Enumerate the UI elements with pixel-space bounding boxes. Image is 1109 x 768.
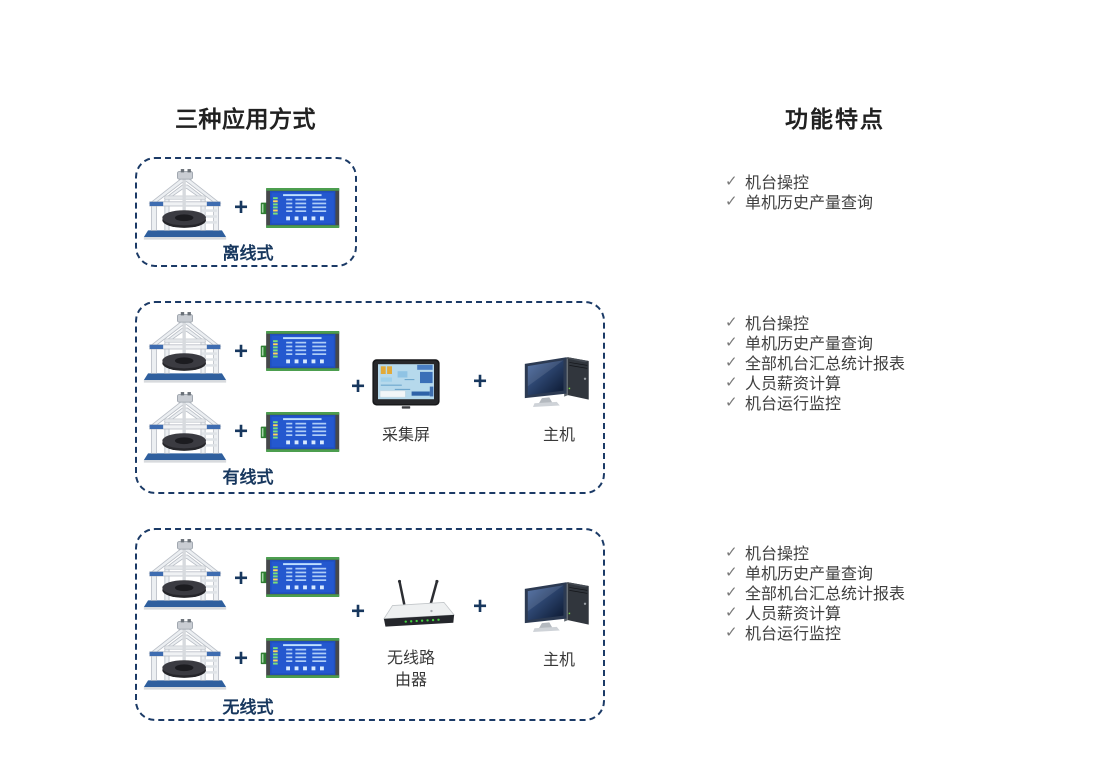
check-icon: ✓ <box>725 604 738 621</box>
feature-item: ✓ 人员薪资计算 <box>725 372 905 393</box>
device-label-line: 无线路 <box>386 650 435 667</box>
check-icon: ✓ <box>725 544 738 561</box>
feature-text: 机台运行监控 <box>745 396 842 413</box>
feature-text: 人员薪资计算 <box>745 606 842 623</box>
device-label-line: 由器 <box>394 672 427 689</box>
plus-sign: + <box>472 593 487 620</box>
plus-sign: + <box>350 373 365 400</box>
check-icon: ✓ <box>725 374 738 391</box>
braiding-machine-icon <box>143 618 227 694</box>
feature-item: ✓ 单机历史产量查询 <box>725 332 905 353</box>
wireless-router-icon <box>380 573 458 635</box>
plus-sign: + <box>472 368 487 395</box>
feature-text: 人员薪资计算 <box>745 376 842 393</box>
feature-text: 全部机台汇总统计报表 <box>745 586 906 603</box>
feature-text: 机台操控 <box>745 546 810 563</box>
plus-sign: + <box>233 338 248 365</box>
feature-item: ✓ 全部机台汇总统计报表 <box>725 582 906 603</box>
feature-item: ✓ 单机历史产量查询 <box>725 191 874 212</box>
braiding-machine-icon <box>143 538 227 614</box>
plus-sign: + <box>350 598 365 625</box>
check-icon: ✓ <box>725 314 738 331</box>
feature-item: ✓ 机台操控 <box>725 171 873 192</box>
braiding-machine-icon <box>143 391 227 467</box>
device-label-wireless-router: 无线路 由器 <box>381 648 441 692</box>
mode-box-offline: + 离线式 <box>135 157 357 267</box>
braiding-machine-icon <box>143 168 227 244</box>
feature-text: 单机历史产量查询 <box>745 566 874 583</box>
feature-item: ✓ 机台操控 <box>725 542 905 563</box>
feature-text: 单机历史产量查询 <box>745 336 874 353</box>
plus-sign: + <box>233 645 248 672</box>
plus-sign: + <box>233 418 248 445</box>
feature-item: ✓ 机台运行监控 <box>725 622 905 643</box>
check-icon: ✓ <box>725 193 738 210</box>
mode-box-wireless: + + + 无线路 由器 + 主机 无线式 <box>135 528 605 721</box>
feature-item: ✓ 全部机台汇总统计报表 <box>725 352 906 373</box>
control-display-panel-icon <box>260 187 340 229</box>
plus-sign: + <box>233 194 248 221</box>
collection-screen-icon <box>371 358 441 411</box>
check-icon: ✓ <box>725 584 738 601</box>
right-section-title: 功能特点 <box>785 106 885 132</box>
check-icon: ✓ <box>725 564 738 581</box>
control-display-panel-icon <box>260 330 340 372</box>
check-icon: ✓ <box>725 624 738 641</box>
braiding-machine-icon <box>143 311 227 387</box>
feature-text: 机台操控 <box>745 316 810 333</box>
check-icon: ✓ <box>725 394 738 411</box>
mode-label-offline: 离线式 <box>222 244 274 263</box>
feature-text: 单机历史产量查询 <box>745 195 874 212</box>
feature-item: ✓ 机台运行监控 <box>725 392 905 413</box>
feature-list-offline: ✓ 机台操控 ✓ 单机历史产量查询 <box>725 171 874 212</box>
feature-text: 全部机台汇总统计报表 <box>745 356 906 373</box>
plus-sign: + <box>233 565 248 592</box>
device-label-host: 主机 <box>542 652 575 669</box>
device-label-host: 主机 <box>542 427 575 444</box>
host-computer-icon <box>521 355 597 410</box>
check-icon: ✓ <box>725 334 738 351</box>
check-icon: ✓ <box>725 354 738 371</box>
check-icon: ✓ <box>725 173 738 190</box>
feature-item: ✓ 人员薪资计算 <box>725 602 905 623</box>
feature-item: ✓ 单机历史产量查询 <box>725 562 905 583</box>
feature-text: 机台运行监控 <box>745 626 842 643</box>
left-section-title: 三种应用方式 <box>175 106 316 132</box>
feature-list-wireless: ✓ 机台操控 ✓ 单机历史产量查询 ✓ 全部机台汇总统计报表 ✓ 人员薪资计算 ✓ 机台运… <box>725 542 906 643</box>
feature-text: 机台操控 <box>745 175 810 192</box>
mode-label-wired: 有线式 <box>222 468 274 487</box>
feature-list-wired: ✓ 机台操控 ✓ 单机历史产量查询 ✓ 全部机台汇总统计报表 ✓ 人员薪资计算 ✓ 机台运… <box>725 312 906 413</box>
control-display-panel-icon <box>260 556 340 598</box>
host-computer-icon <box>521 580 597 635</box>
mode-box-wired: + + + 采集屏 + 主机 有线式 <box>135 301 605 494</box>
feature-item: ✓ 机台操控 <box>725 312 905 333</box>
mode-label-wireless: 无线式 <box>222 698 274 717</box>
device-label-collection-screen: 采集屏 <box>381 427 430 444</box>
control-display-panel-icon <box>260 637 340 679</box>
control-display-panel-icon <box>260 411 340 453</box>
